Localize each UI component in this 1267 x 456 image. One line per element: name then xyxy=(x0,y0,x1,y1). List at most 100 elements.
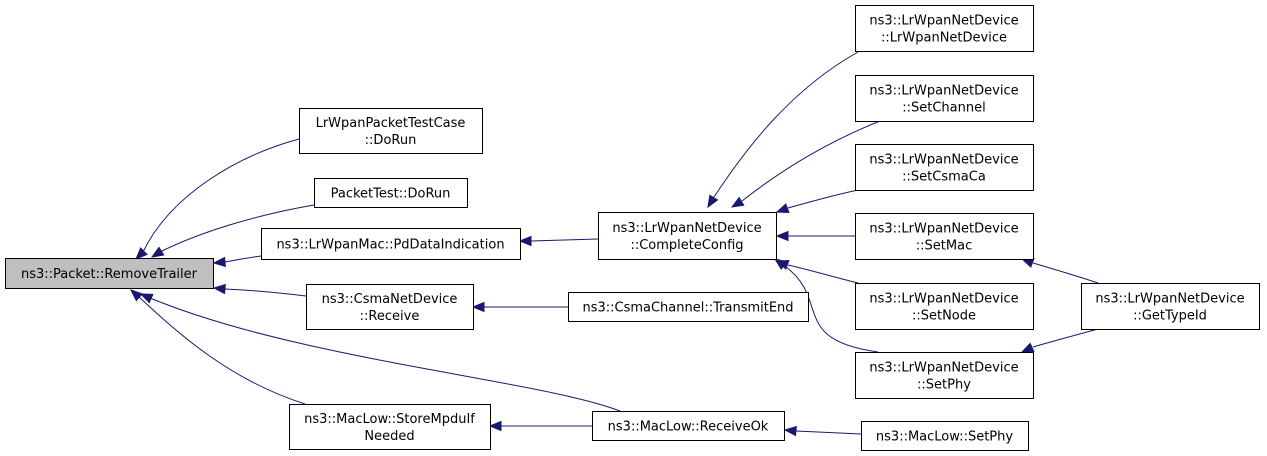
arrowhead-icon xyxy=(471,301,485,313)
edge-setnode-to-completecfg xyxy=(775,260,859,284)
arrowhead-icon xyxy=(212,256,226,268)
edge-receiveok-to-root xyxy=(139,293,621,412)
edge-setcsmaca-to-completecfg xyxy=(775,189,859,213)
edge-maclowsetphy-to-receiveok xyxy=(783,425,862,437)
node-label-line: ns3::LrWpanNetDevice xyxy=(612,221,761,236)
edge-line xyxy=(795,430,862,435)
node-label-line: ns3::LrWpanNetDevice xyxy=(869,153,1018,168)
node-box xyxy=(855,75,1034,122)
arrowhead-icon xyxy=(775,203,790,213)
edge-line xyxy=(787,264,859,284)
node-transmitend[interactable]: ns3::CsmaChannel::TransmitEnd xyxy=(568,292,809,322)
node-label-line: PacketTest::DoRun xyxy=(331,187,451,202)
arrowhead-icon xyxy=(730,196,745,208)
node-setmac[interactable]: ns3::LrWpanNetDevice::SetMac xyxy=(855,213,1034,260)
edge-line xyxy=(530,238,599,242)
node-label-line: ::Receive xyxy=(360,309,420,324)
edge-line xyxy=(149,297,621,412)
node-box xyxy=(261,228,521,260)
node-label-line: ns3::Packet::RemoveTrailer xyxy=(21,267,198,282)
node-setphy[interactable]: ns3::LrWpanNetDevice::SetPhy xyxy=(855,352,1034,399)
node-maclowsetphy[interactable]: ns3::MacLow::SetPhy xyxy=(861,421,1029,451)
node-label-line: Needed xyxy=(364,429,414,444)
node-label-line: ns3::LrWpanNetDevice xyxy=(869,292,1018,307)
edge-receiveok-to-storempdu xyxy=(488,420,592,432)
node-label-line: ::SetMac xyxy=(916,239,972,254)
edge-line xyxy=(138,296,306,405)
node-setcsmaca[interactable]: ns3::LrWpanNetDevice::SetCsmaCa xyxy=(855,144,1034,191)
edge-lrwpantest-to-root xyxy=(135,138,300,260)
edge-csmarecv-to-root xyxy=(212,283,307,297)
edge-gettypeid-to-setmac xyxy=(1020,258,1099,284)
edge-storempdu-to-root xyxy=(130,289,306,405)
arrowhead-icon xyxy=(1020,342,1035,353)
node-label-line: ns3::LrWpanNetDevice xyxy=(869,361,1018,376)
node-box xyxy=(855,144,1034,191)
node-box xyxy=(1081,283,1260,330)
node-gettypeid[interactable]: ns3::LrWpanNetDevice::GetTypeId xyxy=(1081,283,1260,330)
node-lrwpantest[interactable]: LrWpanPacketTestCase::DoRun xyxy=(299,108,483,154)
edge-setchannel-to-completecfg xyxy=(730,120,881,208)
node-label-line: ::SetPhy xyxy=(917,378,971,393)
node-completecfg[interactable]: ns3::LrWpanNetDevice::CompleteConfig xyxy=(598,212,777,260)
node-packettest[interactable]: PacketTest::DoRun xyxy=(314,178,468,208)
edge-line xyxy=(785,266,879,353)
node-box xyxy=(289,404,491,450)
edge-line xyxy=(741,120,881,202)
node-box xyxy=(598,212,777,260)
arrowhead-icon xyxy=(139,293,154,304)
node-setnode[interactable]: ns3::LrWpanNetDevice::SetNode xyxy=(855,283,1034,330)
edge-line xyxy=(224,288,307,297)
edge-line xyxy=(224,255,262,263)
arrowhead-icon xyxy=(707,194,719,209)
node-box xyxy=(855,352,1034,399)
node-label-line: LrWpanPacketTestCase xyxy=(316,116,466,131)
edge-gettypeid-to-setphy xyxy=(1020,328,1099,353)
edges-layer xyxy=(130,51,1099,437)
node-label-line: ns3::LrWpanNetDevice xyxy=(869,84,1018,99)
arrowhead-icon xyxy=(775,230,789,242)
node-box xyxy=(314,178,468,208)
arrowhead-icon xyxy=(488,420,502,432)
node-label-line: ns3::LrWpanNetDevice xyxy=(1095,292,1244,307)
node-label-line: ns3::MacLow::ReceiveOk xyxy=(608,420,769,435)
node-label-line: ::SetChannel xyxy=(902,101,985,116)
node-box xyxy=(855,283,1034,330)
node-receiveok[interactable]: ns3::MacLow::ReceiveOk xyxy=(592,411,785,441)
node-pddata[interactable]: ns3::LrWpanMac::PdDataIndication xyxy=(261,228,521,260)
node-label-line: ns3::MacLow::StoreMpduIf xyxy=(304,412,475,427)
arrowhead-icon xyxy=(773,258,788,271)
edge-line xyxy=(1032,328,1099,348)
arrowhead-icon xyxy=(150,246,165,258)
arrowhead-icon xyxy=(135,247,148,260)
node-label-line: ::SetCsmaCa xyxy=(902,170,986,185)
node-box xyxy=(568,292,809,322)
node-label-line: ns3::LrWpanMac::PdDataIndication xyxy=(276,238,504,253)
arrowhead-icon xyxy=(130,289,144,302)
node-root[interactable]: ns3::Packet::RemoveTrailer xyxy=(5,258,214,289)
node-label-line: ns3::MacLow::SetPhy xyxy=(876,430,1013,445)
arrowhead-icon xyxy=(783,425,797,437)
node-csmarecv[interactable]: ns3::CsmaNetDevice::Receive xyxy=(306,284,474,330)
node-label-line: ::LrWpanNetDevice xyxy=(881,31,1007,46)
edge-completecfg-to-pddata xyxy=(518,235,599,247)
node-label-line: ns3::LrWpanNetDevice xyxy=(869,222,1018,237)
node-box xyxy=(299,108,483,154)
node-setchannel[interactable]: ns3::LrWpanNetDevice::SetChannel xyxy=(855,75,1034,122)
node-label-line: ::GetTypeId xyxy=(1133,309,1207,324)
node-label-line: ns3::CsmaNetDevice xyxy=(322,292,458,307)
node-label-line: ::DoRun xyxy=(365,133,417,148)
edge-setphy-to-completecfg xyxy=(773,258,879,353)
node-box xyxy=(855,213,1034,260)
node-label-line: ::CompleteConfig xyxy=(630,238,743,253)
edge-line xyxy=(1032,262,1099,284)
edge-packettest-to-root xyxy=(150,204,315,258)
edge-line xyxy=(142,138,300,253)
node-box xyxy=(592,411,785,441)
edge-line xyxy=(713,51,859,198)
node-ctor[interactable]: ns3::LrWpanNetDevice::LrWpanNetDevice xyxy=(855,5,1034,52)
node-box xyxy=(306,284,474,330)
nodes-layer: ns3::Packet::RemoveTrailer LrWpanPacketTe… xyxy=(5,5,1260,451)
